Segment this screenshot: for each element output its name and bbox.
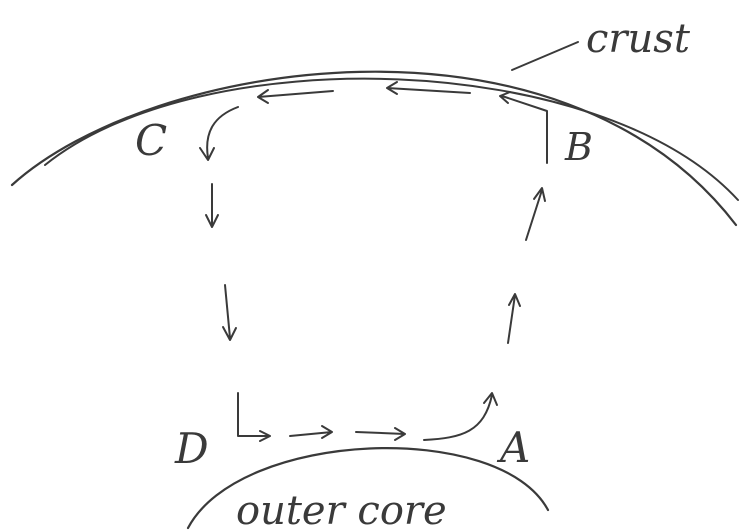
top-arrow-1 — [386, 81, 471, 95]
point-d-label: D — [174, 424, 209, 473]
bottom-arrow-2 — [355, 427, 406, 441]
sinking-arrow-2 — [222, 284, 237, 341]
point-a-label: A — [496, 423, 530, 472]
corner-arrow-d — [237, 392, 271, 442]
crust-outer-line — [10, 70, 738, 227]
point-b-label: B — [564, 125, 593, 169]
outer-core-boundary — [186, 447, 550, 530]
outer-core-label: outer core — [236, 488, 447, 531]
crust-inner-line — [44, 77, 739, 201]
rising-arrow-1 — [507, 293, 521, 344]
top-arrow-2 — [257, 89, 334, 104]
bottom-arrow-1 — [289, 425, 333, 439]
sinking-arrow-1 — [205, 183, 219, 228]
point-c-label: C — [135, 116, 167, 165]
curved-arrow-c — [199, 106, 239, 161]
upturn-arrow-a — [423, 392, 498, 441]
corner-arrow-b — [499, 91, 548, 164]
crust-label: crust — [586, 16, 691, 62]
crust-pointer-line — [511, 41, 579, 71]
rising-arrow-2 — [525, 187, 546, 241]
